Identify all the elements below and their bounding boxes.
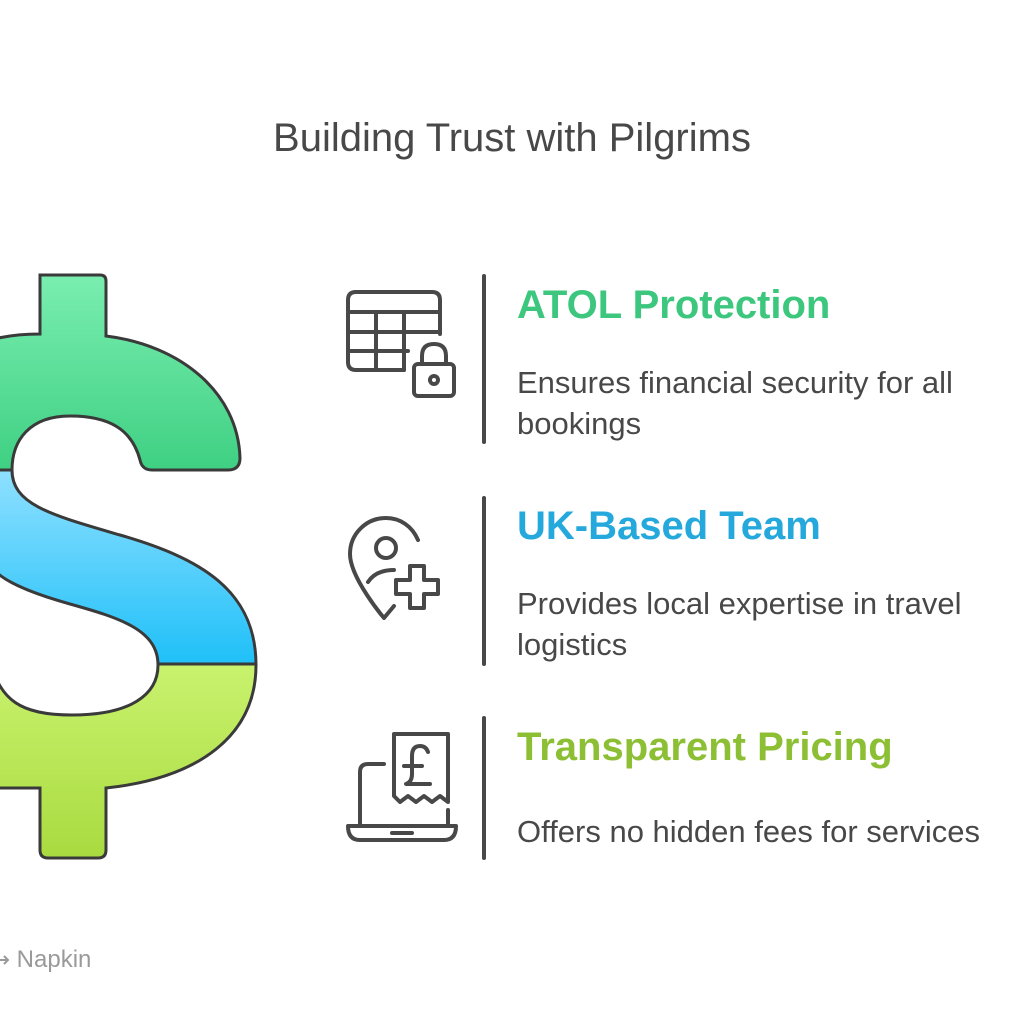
divider: [482, 496, 486, 666]
item-title-transparent-pricing: Transparent Pricing: [517, 725, 893, 769]
divider: [482, 274, 486, 444]
item-title-atol-protection: ATOL Protection: [517, 283, 831, 327]
watermark-label: Napkin: [16, 946, 92, 973]
item-description-uk-based-team: Provides local expertise in travel logis…: [517, 586, 962, 662]
item-title-uk-based-team: UK-Based Team: [517, 504, 821, 548]
napkin-logo-icon: [0, 944, 10, 976]
item-description-atol-protection: Ensures financial security for all booki…: [517, 365, 953, 441]
location-plus-icon: [348, 516, 440, 620]
napkin-watermark: Napkin: [0, 944, 91, 976]
item-description-transparent-pricing: Offers no hidden fees for services: [517, 814, 980, 849]
pound-receipt-laptop-icon: [346, 732, 458, 842]
table-lock-icon: [346, 290, 456, 398]
divider: [482, 716, 486, 860]
page-title: Building Trust with Pilgrims: [273, 116, 751, 160]
dollar-sign-icon: [0, 273, 258, 860]
